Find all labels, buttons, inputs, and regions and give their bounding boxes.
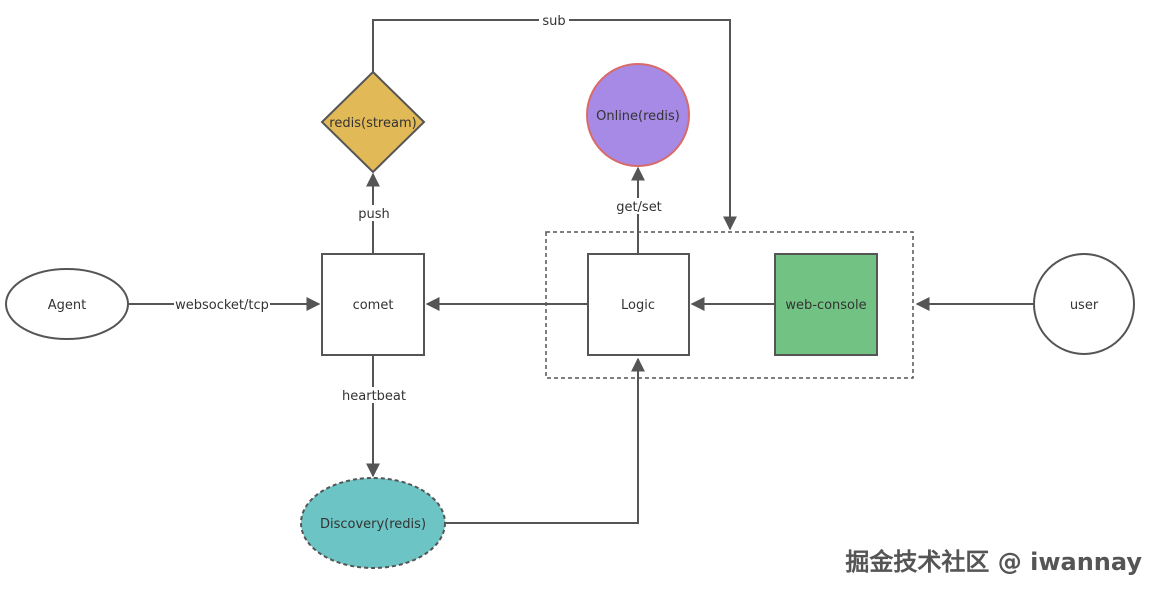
node-user: user [1033, 253, 1135, 355]
node-agent-label: Agent [48, 298, 86, 313]
node-online: Online(redis) [586, 63, 690, 167]
node-user-label: user [1070, 298, 1099, 313]
node-web-console: web-console [774, 253, 878, 356]
edge-label-get-set: get/set [616, 200, 662, 215]
edge-label-heartbeat: heartbeat [342, 389, 406, 404]
node-online-label: Online(redis) [596, 109, 680, 124]
node-logic-label: Logic [621, 298, 655, 313]
edge-discovery-logic [446, 357, 645, 524]
node-comet: comet [321, 253, 425, 356]
node-redis-stream: redis(stream) [320, 70, 426, 174]
node-logic: Logic [587, 253, 690, 356]
node-agent: Agent [5, 268, 129, 340]
edge-label-sub: sub [542, 14, 565, 29]
watermark: 掘金技术社区 @ iwannay [845, 548, 1142, 576]
node-comet-label: comet [353, 298, 394, 313]
node-discovery: Discovery(redis) [300, 477, 446, 569]
node-web-console-label: web-console [785, 298, 866, 313]
node-redis-stream-label: redis(stream) [329, 116, 416, 131]
edge-label-push: push [358, 207, 390, 222]
node-discovery-label: Discovery(redis) [320, 517, 426, 532]
edge-label-websocket-tcp: websocket/tcp [175, 298, 269, 313]
